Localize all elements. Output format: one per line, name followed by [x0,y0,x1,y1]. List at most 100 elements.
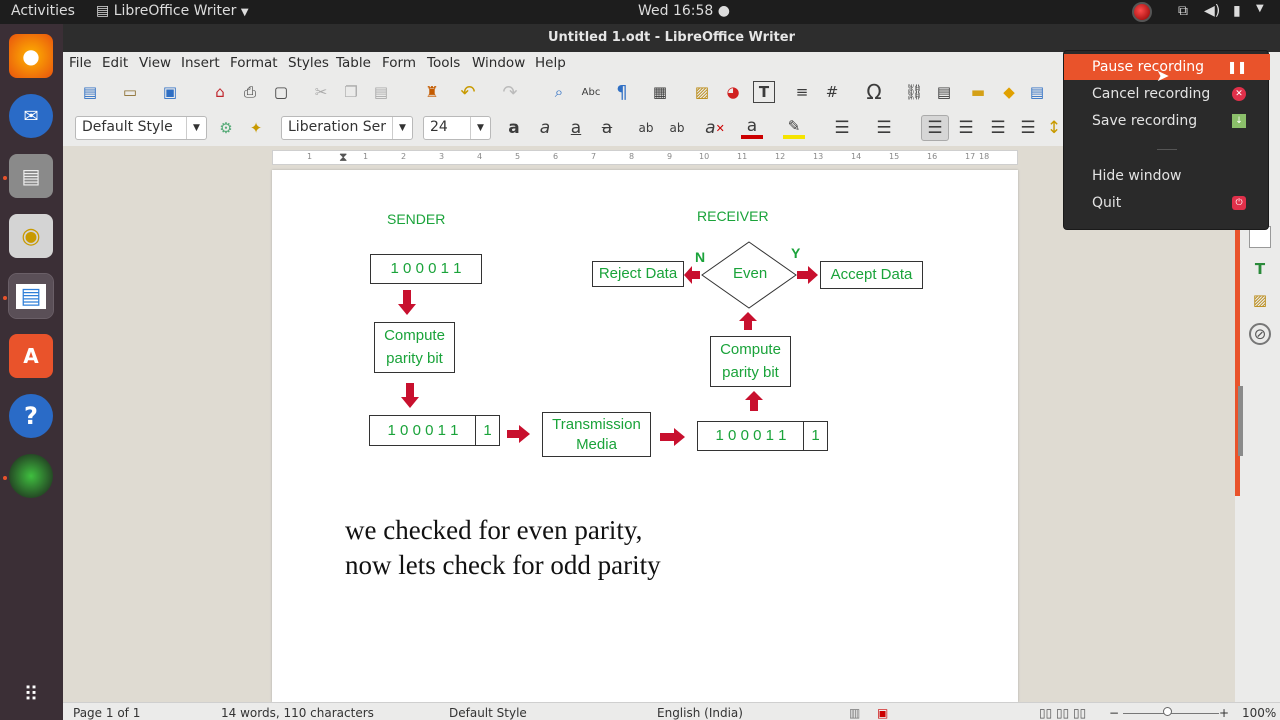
bullet-list-icon[interactable]: ☰ [834,118,850,138]
indent-marker-icon[interactable]: ⧗ [339,150,348,164]
firefox-icon[interactable]: ● [9,34,53,78]
body-text-line-1[interactable]: we checked for even parity, [345,515,643,545]
zoom-level[interactable]: 100% [1242,706,1277,720]
system-menu-icon[interactable]: ▼ [1256,3,1264,14]
app-menu[interactable]: ▤ LibreOffice Writer ▼ [96,3,249,19]
find-replace-icon[interactable]: ⌕ [554,83,564,101]
zoom-in-icon[interactable]: + [1219,706,1230,720]
hyperlink-icon[interactable]: ⛓ [904,83,924,101]
special-character-icon[interactable]: Ω [866,80,882,104]
align-right-icon[interactable]: ☰ [990,118,1006,138]
clock[interactable]: Wed 16:58 ● [638,3,730,19]
page-break-icon[interactable]: ≡ [795,83,809,101]
network-icon[interactable]: ⧉ [1178,3,1188,19]
insert-field-icon[interactable]: # [825,83,839,101]
scrollbar[interactable] [1235,146,1240,496]
paragraph-style-select[interactable]: Default Style ▼ [75,116,207,140]
justify-icon[interactable]: ☰ [1020,118,1036,138]
menu-format[interactable]: Format [230,55,278,71]
redo-icon[interactable]: ↷ [502,81,518,103]
clone-formatting-icon[interactable]: ♜ [425,83,439,101]
highlight-icon[interactable]: ✎ [783,117,805,139]
menu-view[interactable]: View [139,55,172,71]
save-icon[interactable]: ▣ [162,83,178,101]
scrollbar-handle[interactable] [1238,386,1243,456]
print-preview-icon[interactable]: ▢ [273,83,289,101]
paste-icon[interactable]: ▤ [373,83,389,101]
activities-button[interactable]: Activities [11,3,75,19]
clear-formatting-icon[interactable]: a✕ [705,118,725,138]
menu-tools[interactable]: Tools [427,55,461,71]
gallery-icon[interactable]: ▨ [1252,291,1268,309]
export-pdf-icon[interactable]: ⌂ [215,83,225,101]
menu-table[interactable]: Table [336,55,371,71]
bookmark-icon[interactable]: ◆ [1003,83,1015,101]
battery-icon[interactable]: ▮ [1233,3,1241,19]
page-count[interactable]: Page 1 of 1 [73,706,141,720]
thunderbird-icon[interactable]: ✉ [9,94,53,138]
undo-icon[interactable]: ↶ [460,81,476,103]
software-center-icon[interactable]: A [9,334,53,378]
italic-icon[interactable]: a [539,118,551,138]
word-count[interactable]: 14 words, 110 characters [221,706,374,720]
insert-image-icon[interactable]: ▨ [694,83,710,101]
print-icon[interactable]: ⎙ [243,83,256,101]
formatting-marks-icon[interactable]: ¶ [616,81,628,103]
align-center-icon[interactable]: ☰ [958,118,974,138]
menu-file[interactable]: File [69,55,92,71]
open-folder-icon[interactable]: ▭ [122,83,138,101]
cut-icon[interactable]: ✂ [314,83,328,101]
comment-icon[interactable]: ▬ [970,83,986,101]
menu-form[interactable]: Form [382,55,417,71]
styles-icon[interactable]: T [1254,260,1266,278]
screen-recorder-icon[interactable] [9,454,53,498]
new-style-icon[interactable]: ✦ [249,119,263,137]
body-text-line-2[interactable]: now lets check for odd parity [345,550,661,580]
numbered-list-icon[interactable]: ☰ [876,118,892,138]
files-icon[interactable]: ▤ [9,154,53,198]
pause-recording-item[interactable]: Pause recording ❚❚ [1064,54,1270,80]
cancel-recording-item[interactable]: Cancel recording ✕ [1064,81,1270,107]
language[interactable]: English (India) [657,706,743,720]
document-modified-icon[interactable]: ▣ [877,706,889,720]
insert-chart-icon[interactable]: ◕ [726,83,740,101]
line-spacing-icon[interactable]: ↕ [1046,118,1062,138]
hide-window-item[interactable]: Hide window [1064,163,1270,189]
underline-icon[interactable]: a [570,118,582,138]
update-style-icon[interactable]: ⚙ [219,119,233,137]
rhythmbox-icon[interactable]: ◉ [9,214,53,258]
superscript-icon[interactable]: ab [638,121,654,135]
record-indicator-icon[interactable] [1132,2,1152,22]
footnote-icon[interactable]: ▤ [936,83,952,101]
save-recording-item[interactable]: Save recording ↓ [1064,108,1270,134]
page-style[interactable]: Default Style [449,706,527,720]
insert-mode-icon[interactable]: ▥ [849,706,861,720]
navigator-icon[interactable]: ⊘ [1249,323,1271,345]
font-size-select[interactable]: 24 ▼ [423,116,491,140]
menu-insert[interactable]: Insert [181,55,220,71]
help-icon[interactable]: ? [9,394,53,438]
spelling-icon[interactable]: Abc [581,86,601,98]
strikethrough-icon[interactable]: a [601,118,613,138]
show-applications-icon[interactable]: ⠿ [23,682,39,706]
volume-icon[interactable]: ◀) [1204,3,1221,19]
insert-table-icon[interactable]: ▦ [652,83,668,101]
horizontal-ruler[interactable]: 1 1 2 3 4 5 6 7 8 9 10 11 12 13 14 15 16… [272,150,1018,165]
track-changes-icon[interactable]: ▤ [1029,83,1045,101]
font-color-icon[interactable]: a [741,116,763,139]
menu-styles[interactable]: Styles [288,55,329,71]
copy-icon[interactable]: ❐ [344,83,358,101]
font-name-select[interactable]: Liberation Serif ▼ [281,116,413,140]
zoom-slider-handle[interactable] [1163,707,1172,716]
quit-item[interactable]: Quit ⏻ [1064,190,1270,216]
menu-help[interactable]: Help [535,55,566,71]
subscript-icon[interactable]: ab [669,121,685,135]
align-left-icon[interactable]: ☰ [921,115,949,141]
menu-window[interactable]: Window [472,55,526,71]
bold-icon[interactable]: a [508,118,520,138]
zoom-out-icon[interactable]: − [1109,706,1120,720]
layout-view-icons[interactable]: ▯▯ ▯▯ ▯▯ [1039,706,1087,720]
menu-edit[interactable]: Edit [102,55,129,71]
libreoffice-writer-icon[interactable]: ▤ [8,273,54,319]
new-document-icon[interactable]: ▤ [82,83,98,101]
